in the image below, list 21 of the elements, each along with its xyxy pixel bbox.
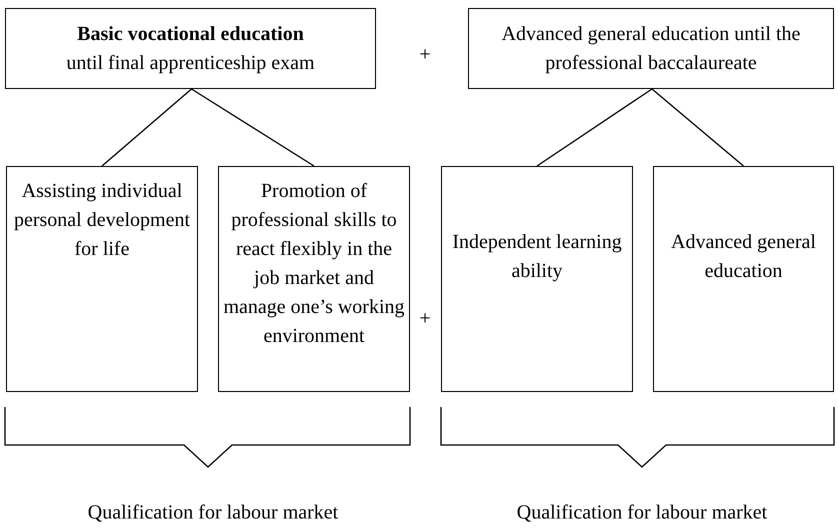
connector-line xyxy=(652,88,744,166)
box-text: Promotion of professional skills to react flexibly in the job market and manage one’s working environment xyxy=(223,179,405,349)
box-text: Independent learning ability xyxy=(451,230,623,284)
text-box xyxy=(653,166,834,392)
connector-line xyxy=(191,88,314,167)
text-box xyxy=(6,166,198,392)
box-text: Advanced general education xyxy=(670,230,817,284)
text-box xyxy=(5,8,376,89)
plus-sign: + xyxy=(419,308,431,330)
box-text: Assisting individual personal development for life xyxy=(12,179,192,262)
text-box xyxy=(468,8,834,89)
plus-sign: + xyxy=(419,44,431,66)
connector-line xyxy=(102,88,192,166)
outcome-text: Qualification for labour market xyxy=(88,502,338,524)
box-heading: Basic vocational education xyxy=(77,22,304,46)
text-box xyxy=(218,166,410,392)
box-text: Advanced general education until the professional baccalaureate xyxy=(500,22,802,76)
connector-line xyxy=(536,88,652,167)
box-text: until final apprenticeship exam xyxy=(66,50,315,76)
outcome-text: Qualification for labour market xyxy=(516,502,768,524)
text-box xyxy=(441,166,633,392)
